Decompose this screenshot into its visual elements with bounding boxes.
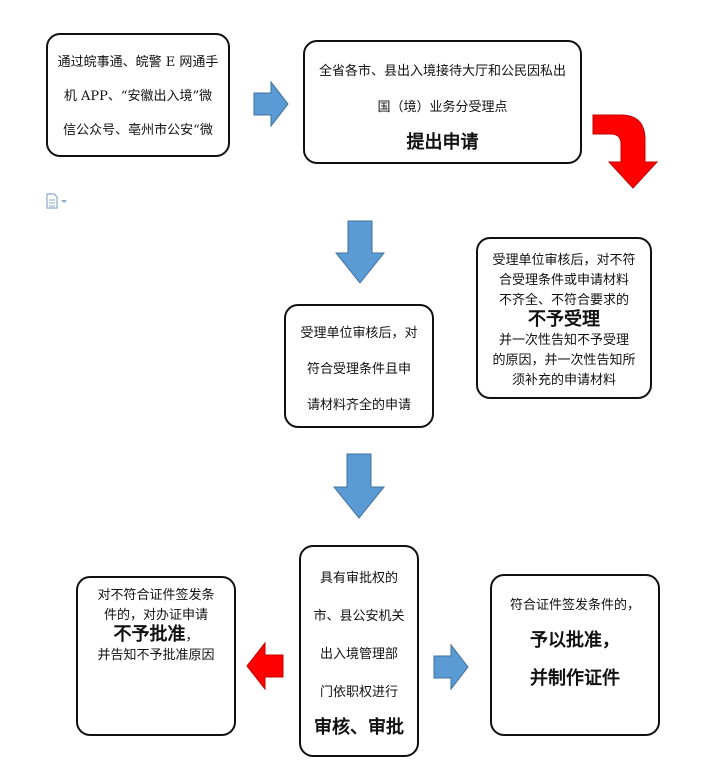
apply-line-1: 全省各市、县出入境接待大厅和公民因私出 xyxy=(318,64,566,79)
review-emphasis: 审核、审批 xyxy=(314,717,404,738)
review-line-3: 出入境管理部 xyxy=(319,647,398,662)
arrow-down-blue-2 xyxy=(332,453,386,519)
deny-line-1: 对不符合证件签发条 xyxy=(97,588,215,603)
reject-line-5: 的原因，并一次性告知所 xyxy=(492,353,636,368)
apply-line-2: 国（境）业务分受理点 xyxy=(377,100,508,115)
arrow-down-blue-1 xyxy=(334,220,386,284)
reject-emphasis: 不予受理 xyxy=(528,309,600,330)
accept-line-1: 受理单位审核后，对 xyxy=(300,326,418,341)
approve-emphasis-1: 予以批准， xyxy=(530,630,620,651)
reject-line-3: 不齐全、不符合要求的 xyxy=(498,293,629,308)
deny-emphasis-row: 不予批准， xyxy=(78,624,234,648)
arrow-right-blue-1 xyxy=(253,80,289,128)
channels-line-2: 机 APP、“安徽出入境”微 xyxy=(63,89,213,104)
deny-emphasis: 不予批准 xyxy=(113,624,186,645)
box-not-approved: 对不符合证件签发条 件的，对办证申请 不予批准， 并告知不予批准原因 xyxy=(76,576,236,736)
box-online-channels: 通过皖事通、皖警 E 网通手 机 APP、“安徽出入境”微 信公众号、亳州市公安… xyxy=(46,33,230,157)
arrow-left-red xyxy=(246,641,284,691)
reject-line-6: 须补充的申请材料 xyxy=(511,373,616,388)
channels-line-1: 通过皖事通、皖警 E 网通手 xyxy=(57,55,219,70)
approve-emphasis-2: 并制作证件 xyxy=(530,668,620,689)
box-submit-application: 全省各市、县出入境接待大厅和公民因私出 国（境）业务分受理点 提出申请 xyxy=(303,40,582,164)
arrow-right-blue-2 xyxy=(433,643,469,691)
accept-line-3: 请材料齐全的申请 xyxy=(306,398,411,413)
apply-emphasis: 提出申请 xyxy=(406,132,479,153)
accept-line-2: 符合受理条件且申 xyxy=(306,362,411,377)
review-line-1: 具有审批权的 xyxy=(319,571,398,586)
review-line-2: 市、县公安机关 xyxy=(313,609,405,624)
deny-line-2: 件的，对办证申请 xyxy=(103,608,208,623)
review-line-4: 门依职权进行 xyxy=(319,685,398,700)
box-approved: 符合证件签发条件的， 予以批准， 并制作证件 xyxy=(490,574,660,736)
arrow-curved-red xyxy=(592,114,659,189)
box-review-approval: 具有审批权的 市、县公安机关 出入境管理部 门依职权进行 审核、审批 xyxy=(299,545,419,757)
reject-line-1: 受理单位审核后，对不符 xyxy=(492,253,636,268)
deny-line-3: 并告知不予批准原因 xyxy=(97,648,215,663)
approve-line-1: 符合证件签发条件的， xyxy=(509,598,640,613)
box-not-accepted: 受理单位审核后，对不符 合受理条件或申请材料 不齐全、不符合要求的 不予受理 并… xyxy=(476,237,652,399)
channels-line-3: 信公众号、亳州市公安“微 xyxy=(63,123,213,138)
document-icon xyxy=(46,193,67,209)
reject-line-2: 合受理条件或申请材料 xyxy=(498,273,629,288)
reject-line-4: 并一次性告知不予受理 xyxy=(498,333,629,348)
box-accepted: 受理单位审核后，对 符合受理条件且申 请材料齐全的申请 xyxy=(284,304,434,428)
deny-emphasis-tail: ， xyxy=(185,629,199,644)
